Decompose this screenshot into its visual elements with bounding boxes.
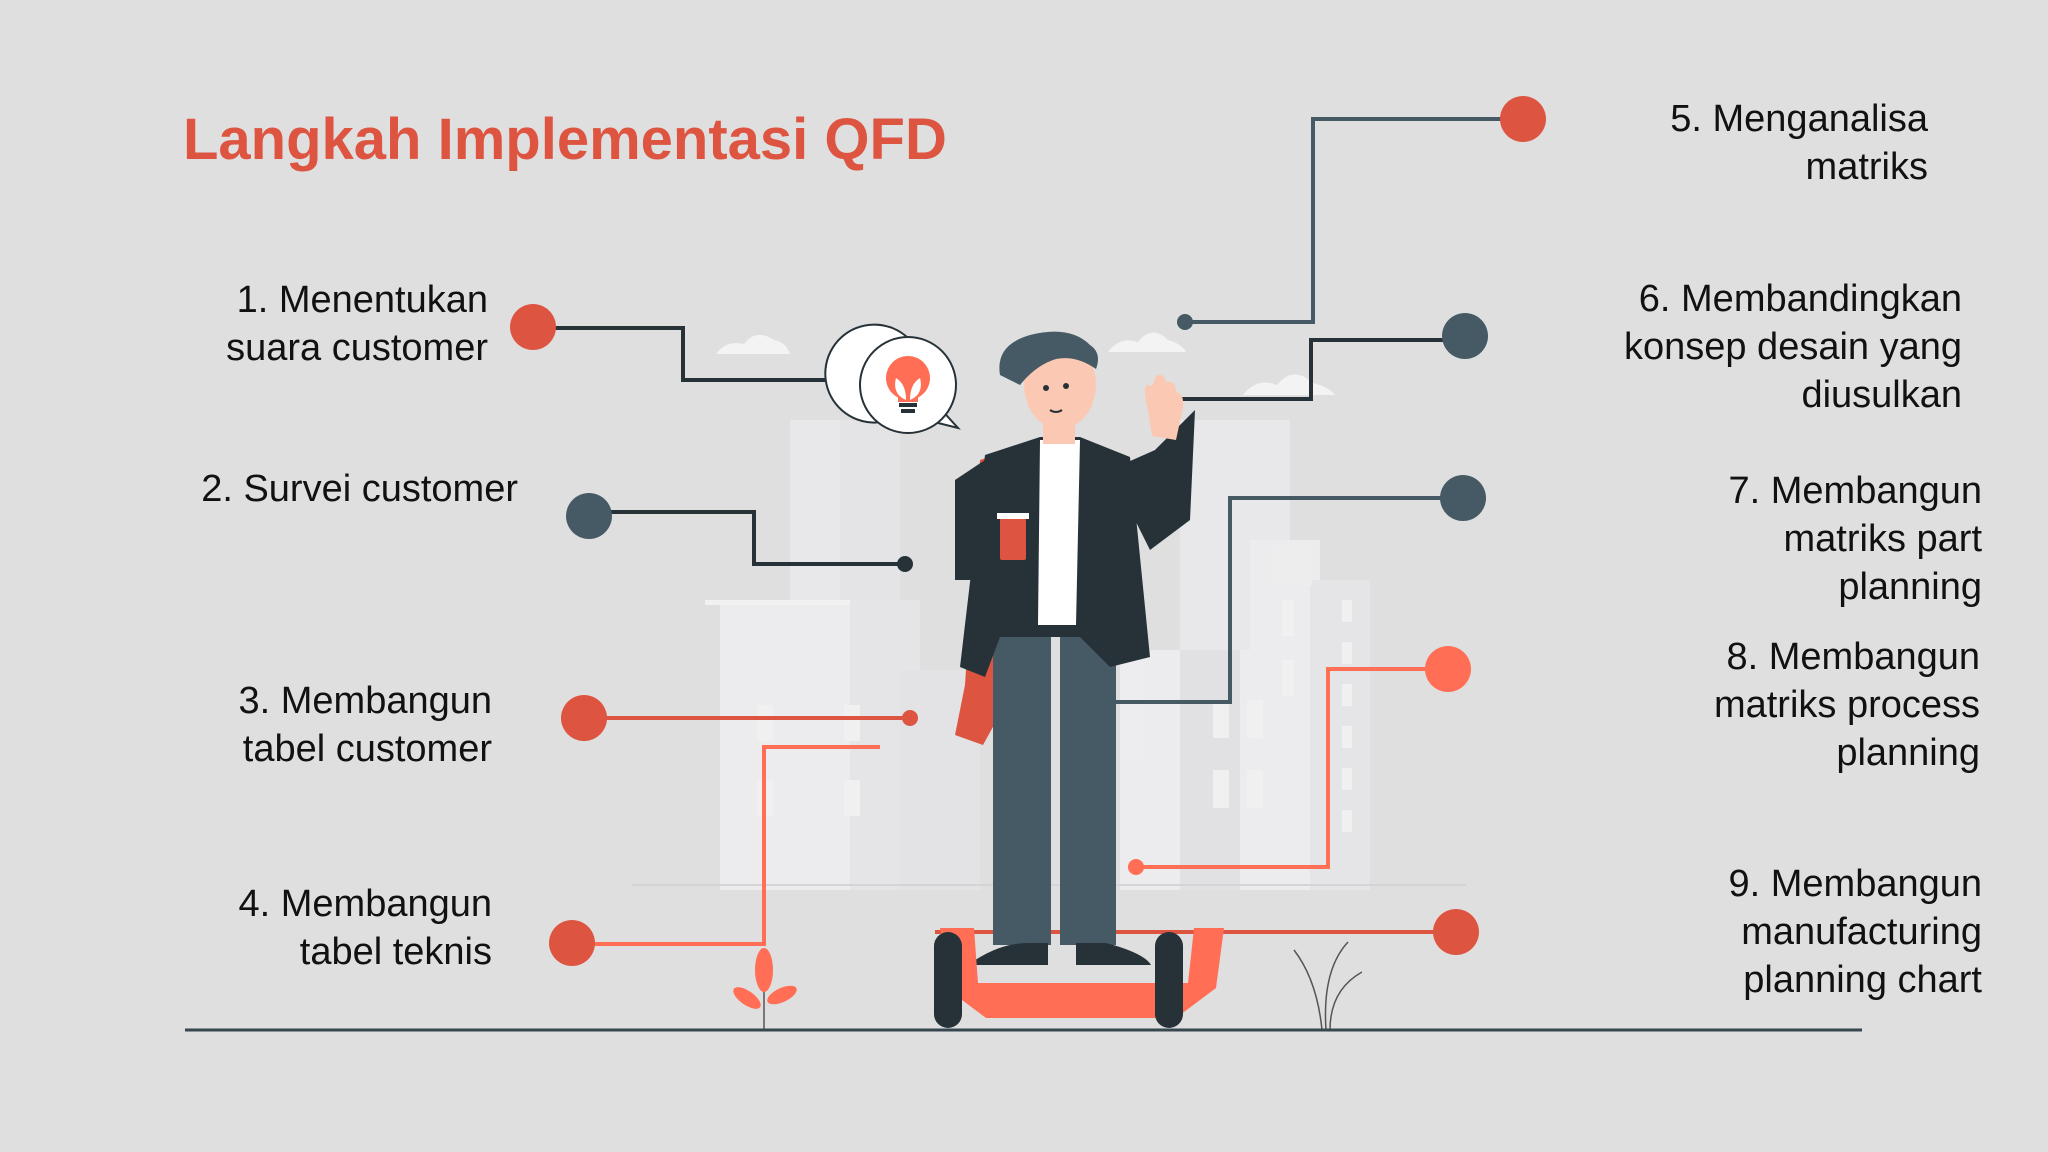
step-7-dot — [1440, 475, 1486, 521]
step-dots — [510, 96, 1546, 966]
step-6-label: 6. Membandingkan konsep desain yang dius… — [1623, 278, 1962, 416]
speech-bubble — [824, 323, 961, 434]
step-9-label: 9. Membangun manufacturing planning char… — [1728, 863, 1983, 1001]
step-7-label: 7. Membangun matriks part planning — [1728, 470, 1983, 608]
step-1-label: 1. Menentukan suara customer — [226, 279, 488, 369]
step-3-dot — [561, 695, 607, 741]
page-title: Langkah Implementasi QFD — [183, 107, 947, 172]
step-4-label: 4. Membangun tabel teknis — [238, 883, 493, 973]
step-4-dot — [549, 920, 595, 966]
step-3-label: 3. Membangun tabel customer — [238, 680, 493, 770]
step-1-dot — [510, 304, 556, 350]
hoverboard — [934, 928, 1224, 1028]
step-8-dot — [1425, 646, 1471, 692]
person-figure — [955, 331, 1195, 965]
lightbulb-leaf-icon — [886, 356, 930, 413]
step-6-dot — [1442, 313, 1488, 359]
step-9-dot — [1433, 909, 1479, 955]
wheel-icon — [934, 932, 962, 1028]
step-2-dot — [566, 493, 612, 539]
step-5-label: 5. Menganalisa matriks — [1670, 98, 1928, 188]
grass-icon — [1293, 941, 1363, 1031]
step-2-label: 2. Survei customer — [201, 468, 518, 510]
coffee-cup-icon — [1000, 518, 1026, 560]
wheel-icon — [1155, 932, 1183, 1028]
step-8-label: 8. Membangun matriks process planning — [1713, 636, 1980, 774]
plant-icon — [733, 948, 797, 1030]
step-5-dot — [1500, 96, 1546, 142]
